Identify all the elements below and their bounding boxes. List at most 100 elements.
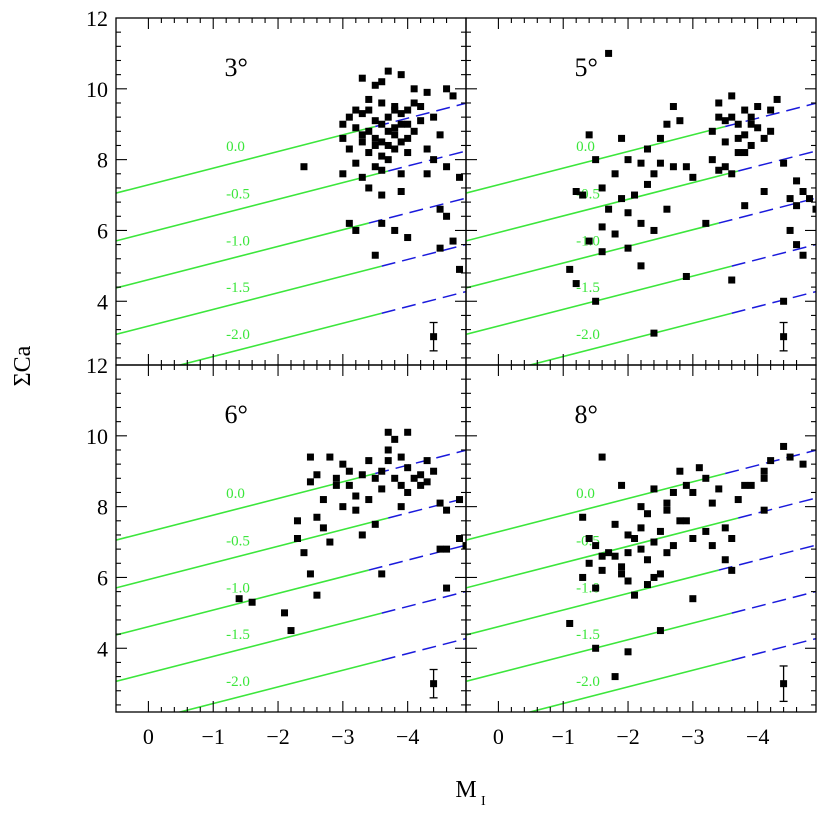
data-point (313, 471, 321, 479)
data-point (384, 457, 392, 465)
panel-frame (115, 17, 467, 366)
data-point (384, 428, 392, 436)
data-point (404, 464, 412, 472)
dashed-line (731, 290, 816, 314)
data-point (352, 159, 360, 167)
data-point (728, 535, 736, 542)
data-point (579, 191, 587, 199)
data-point (708, 156, 716, 164)
solid-line (466, 222, 719, 289)
data-point (689, 173, 697, 181)
dashed-line (368, 544, 466, 571)
x-tick-label: −4 (746, 724, 769, 749)
data-point (669, 488, 677, 496)
solid-line (466, 170, 739, 242)
data-point (384, 141, 392, 149)
data-point (741, 481, 749, 489)
data-point (352, 124, 360, 132)
data-point (747, 113, 755, 121)
y-tick-label: 8 (97, 148, 108, 173)
y-tick-label: 6 (97, 218, 108, 243)
data-point (365, 127, 373, 135)
y-tick-label: 10 (86, 77, 108, 102)
data-point (417, 481, 425, 489)
data-point (397, 503, 405, 511)
data-point (443, 163, 451, 171)
data-point (747, 141, 755, 149)
data-point (378, 120, 386, 128)
data-point (656, 527, 664, 535)
data-point (643, 510, 651, 518)
data-point (741, 106, 749, 114)
data-point (793, 241, 801, 249)
data-point (611, 520, 619, 528)
error-bar-point (430, 333, 438, 341)
y-tick-label: 10 (86, 424, 108, 449)
panel-4: 0.0-0.5-1.0-1.5-2.08°0−1−2−3−4 (465, 364, 817, 749)
panel-title: 6° (225, 400, 248, 429)
data-point (358, 173, 366, 181)
x-tick-label: −2 (616, 724, 639, 749)
data-point (456, 496, 464, 504)
panel-frame (115, 364, 467, 713)
y-tick-label: 12 (86, 6, 108, 31)
data-point (734, 149, 742, 157)
data-point (637, 159, 645, 167)
data-point (780, 297, 788, 305)
metallicity-label: -2.0 (576, 674, 600, 690)
data-point (695, 464, 703, 472)
metallicity-lines (116, 449, 466, 712)
dashed-line (738, 497, 816, 519)
dashed-line (718, 197, 816, 224)
data-points (566, 442, 807, 681)
data-point (767, 106, 775, 114)
data-point (371, 251, 379, 259)
data-point (404, 149, 412, 157)
panel-title: 5° (575, 53, 598, 82)
data-point (391, 124, 399, 132)
metallicity-label: -0.5 (226, 187, 250, 203)
data-point (358, 531, 366, 539)
data-point (579, 513, 587, 521)
data-point (397, 120, 405, 128)
data-point (339, 170, 347, 178)
data-point (339, 134, 347, 142)
dashed-line (368, 197, 466, 224)
metallicity-label: -0.5 (576, 187, 600, 203)
y-tick-label: 12 (86, 353, 108, 378)
data-point (391, 106, 399, 114)
data-point (760, 506, 768, 514)
x-axis-label-subscript: I (481, 794, 486, 809)
data-point (319, 496, 327, 504)
data-point (378, 99, 386, 107)
x-tick-label: −3 (681, 724, 704, 749)
data-point (611, 552, 619, 560)
data-point (786, 226, 794, 234)
data-point (721, 138, 729, 146)
dashed-line (718, 544, 816, 571)
data-point (384, 446, 392, 454)
data-point (443, 85, 451, 93)
solid-line (116, 222, 369, 289)
data-point (708, 127, 716, 135)
data-point (358, 74, 366, 82)
data-point (592, 297, 600, 305)
data-point (384, 127, 392, 135)
panels-layer: 0.0-0.5-1.0-1.5-2.03°46810120.0-0.5-1.0-… (86, 6, 817, 749)
data-point (352, 106, 360, 114)
data-point (293, 535, 301, 542)
data-point (637, 262, 645, 270)
data-point (371, 141, 379, 149)
data-point (624, 531, 632, 539)
data-point (397, 170, 405, 178)
metallicity-label: 0.0 (576, 486, 595, 502)
data-point (637, 524, 645, 532)
solid-line (116, 517, 389, 589)
data-point (741, 149, 749, 157)
data-point (643, 581, 651, 589)
data-point (566, 619, 574, 627)
data-point (572, 280, 580, 288)
metallicity-label: -1.0 (226, 234, 250, 250)
